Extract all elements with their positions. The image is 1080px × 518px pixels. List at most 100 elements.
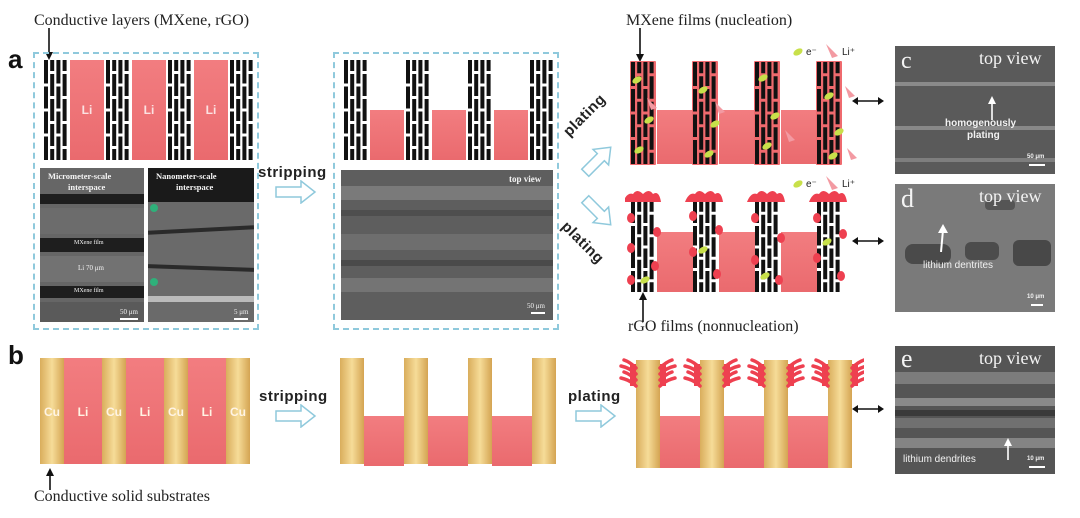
layer-bar [829,226,834,246]
conductive-layer-stack [106,60,129,160]
down-right-arrow-icon [580,194,612,226]
layer-bar [186,74,191,96]
cu-stripped-diagram [340,358,556,466]
lithium-block-plated [788,416,828,468]
layer-bar [823,237,828,257]
dendrite-branch [683,364,702,376]
dendrite-base [630,364,636,386]
stripping-label-b: stripping [259,388,328,405]
layer-bar [350,74,355,96]
electron-icon [698,246,708,254]
layer-bar [761,76,766,99]
layer-bar [124,99,129,121]
layer-bar [418,86,423,109]
layer-bar [761,152,766,164]
layer-bar [631,89,635,112]
layer-bar [649,214,654,235]
conductive-layer-stack [816,61,842,165]
layer-bar [637,214,642,235]
lithium-deposit [751,213,759,223]
layer-bar [242,60,247,84]
lithium-block [64,358,102,464]
right-arrow-icon [275,180,317,204]
layer-bar [548,149,553,160]
li-ion-icon [845,86,855,98]
lithium-deposit [689,247,697,257]
layer-bar [643,89,648,112]
conductive-layer-stack [406,60,429,160]
layer-bar [536,99,541,121]
layer-bar [248,74,253,96]
copper-column [468,358,492,464]
dendrite-base [660,364,666,386]
sem-micrometer-interspace: Micrometer-scale interspace MXene film L… [40,168,144,322]
layer-bar [56,60,61,84]
layer-bar [755,202,759,223]
layer-bar [631,226,635,246]
layer-bar [350,99,355,121]
layer-bar [699,101,704,125]
layer-bar [755,140,759,164]
layer-bar [835,101,840,125]
layer-bar [186,60,191,71]
layer-bar [637,259,642,280]
mxene-stripped-diagram [344,60,553,160]
layer-bar [174,74,179,96]
electron-icon [758,74,768,82]
scale-bar [1029,466,1045,468]
layer-bar [817,226,821,246]
pointer-up-arrow-icon [639,292,647,322]
layer-bar [693,271,697,292]
lithium-deposit [651,261,659,271]
layer-bar [248,149,253,160]
layer-bar [180,86,185,109]
sem-mid-caption: top view [509,174,542,184]
lithium-deposit [839,229,847,239]
up-right-arrow-icon [580,146,612,178]
layer-bar [711,214,716,235]
layer-bar [230,111,234,134]
layer-bar [424,60,429,71]
dendrite-base [852,364,858,386]
dendrite-branch [683,376,702,388]
layer-bar [186,99,191,121]
copper-column [828,360,852,468]
layer-background [692,61,718,165]
layer-bar [56,136,61,160]
layer-bar [637,62,642,74]
copper-column [404,358,428,464]
layer-bar [835,76,840,99]
layer-bar [362,60,367,71]
layer-bar [168,136,172,160]
lithium-block-plated [660,416,700,468]
lithium-deposit [777,233,785,243]
lithium-deposit [627,213,635,223]
layer-bar [835,237,840,257]
plating-label-up: plating [560,90,610,141]
layer-bar [474,99,479,121]
layer-bar [168,60,172,84]
layer-bar [817,202,821,223]
layer-bar [480,86,485,109]
conductive-substrates-label: Conductive solid substrates [34,488,210,505]
layer-bar [542,60,547,84]
sem-left-scale: 50 μm [120,308,138,316]
mxene-nucleation-diagram [630,61,857,165]
layer-bar [406,136,410,160]
layer-bar [362,99,367,121]
layer-bar [693,62,697,86]
dendrite-base [758,364,764,386]
layer-bar [649,76,654,99]
layer-bar [767,114,772,137]
layer-bar [631,248,635,268]
li-label: Li [202,405,213,419]
electron-icon [632,76,642,84]
layer-bar [362,74,367,96]
layer-bar [761,202,766,212]
layer-bar [124,149,129,160]
layer-bar [693,114,697,137]
panel-c-letter: c [901,48,912,74]
layer-bar [817,114,821,137]
panel-e-annotation: lithium dendrites [903,454,976,465]
